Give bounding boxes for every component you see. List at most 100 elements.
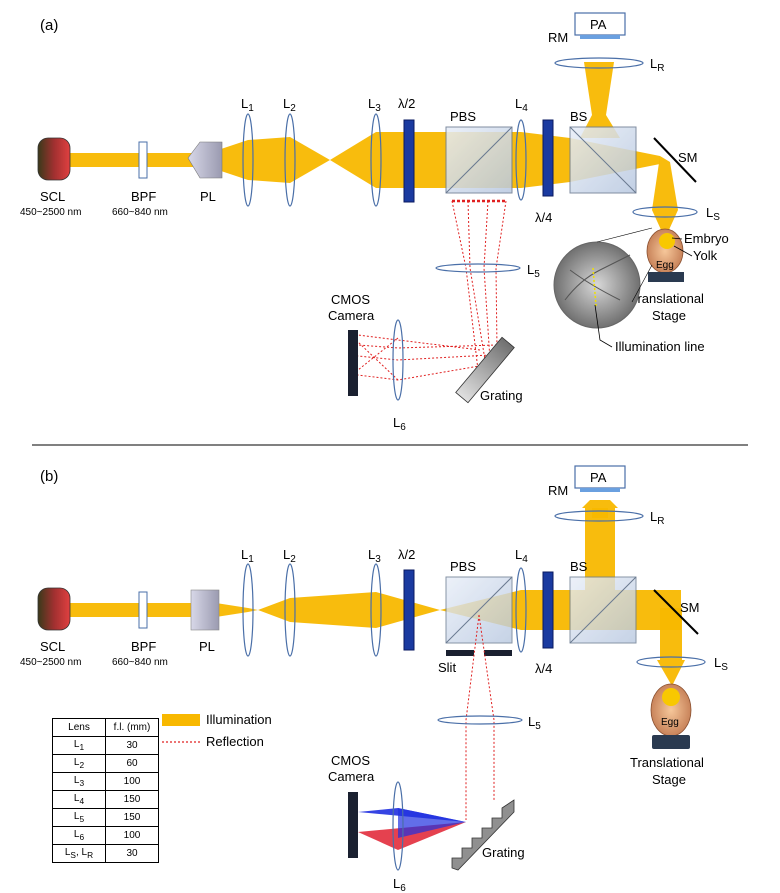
table-cell-lens: L1 <box>52 736 106 755</box>
yolk-label: Yolk <box>693 248 718 263</box>
l4-label: L4 <box>515 96 528 114</box>
pa-label: PA <box>590 17 607 32</box>
table-row: L3 100 <box>52 772 159 791</box>
table-row: L4 150 <box>52 790 159 809</box>
rm-label-b: RM <box>548 483 568 498</box>
quarter-wave-label: λ/4 <box>535 210 552 225</box>
egg-label-b: Egg <box>661 717 679 728</box>
spectrum-red-b <box>358 822 466 850</box>
scl-label-b: SCL <box>40 639 65 654</box>
l2-label: L2 <box>283 96 296 114</box>
stage-label-1: Translational <box>630 291 704 306</box>
scl-range: 450~2500 nm <box>20 207 81 218</box>
legend-illumination-swatch <box>162 714 200 726</box>
vessel-1 <box>564 254 631 301</box>
cmos-label-1-b: CMOS <box>331 753 370 768</box>
table-cell-fl: 100 <box>105 826 159 845</box>
beam-focus-l3 <box>330 132 376 188</box>
ls-label-b: LS <box>714 655 728 673</box>
beam-b-rm <box>592 508 608 518</box>
table-cell-lens: L6 <box>52 826 106 845</box>
scl-range-b: 450~2500 nm <box>20 657 81 668</box>
table-cell-lens: L4 <box>52 790 106 809</box>
panel-a: (a) SCL 450~2500 nm BPF 660~840 nm <box>20 12 729 433</box>
lens-l4 <box>515 119 527 201</box>
lens-l4-b <box>515 567 527 653</box>
cmos-label-2-b: Camera <box>328 769 375 784</box>
pbs-label: PBS <box>450 109 476 124</box>
cmos-sensor-b <box>348 792 358 858</box>
beam-b-l1-l2 <box>258 598 290 622</box>
lens-l1 <box>242 113 254 207</box>
bs-label: BS <box>570 109 588 124</box>
beam-scl-pl <box>68 153 193 167</box>
l2-label-b: L2 <box>283 547 296 565</box>
table-cell-lens: LS, LR <box>52 844 106 863</box>
slit-label: Slit <box>438 660 456 675</box>
rm-mirror-b <box>580 488 620 492</box>
yolk-pointer <box>673 245 693 257</box>
beam-b-l2-l3 <box>290 592 376 628</box>
beam-ls-egg <box>652 210 678 232</box>
bs-diagonal <box>569 126 637 194</box>
lens-l1-b <box>242 563 254 657</box>
lens-l5-b <box>437 715 523 725</box>
l5-label-b: L5 <box>528 714 541 732</box>
stage-block-b <box>652 735 690 749</box>
table-cell-fl: 60 <box>105 754 159 773</box>
table-cell-lens: L5 <box>52 808 106 827</box>
embryo-pointer <box>671 237 683 240</box>
cmos-label-2: Camera <box>328 308 375 323</box>
table-cell-lens: L3 <box>52 772 106 791</box>
grating-b <box>451 799 515 871</box>
beam-b-bs-up <box>585 508 615 590</box>
quarter-wave-plate <box>542 119 554 197</box>
scl-label: SCL <box>40 189 65 204</box>
half-wave-label-b: λ/2 <box>398 547 415 562</box>
panel-b-tag: (b) <box>40 468 58 485</box>
bs-label-b: BS <box>570 559 588 574</box>
bandpass-filter: BPF 660~840 nm <box>112 141 168 218</box>
lens-focal-length-table: Lens f.l. (mm) L1 30 L2 60 L3 100 L4 150… <box>52 718 159 863</box>
table-row: L2 60 <box>52 754 159 773</box>
rm-mirror <box>580 35 620 39</box>
table-row: L5 150 <box>52 808 159 827</box>
pbs-diagonal <box>445 126 513 194</box>
beam-b-rm-head <box>582 500 618 508</box>
table-cell-fl: 100 <box>105 772 159 791</box>
beam-sm-ls <box>652 156 678 210</box>
legend-reflection-label: Reflection <box>206 734 264 749</box>
beam-l1-l2 <box>248 137 290 183</box>
table-header-lens: Lens <box>52 718 106 737</box>
half-wave-label: λ/2 <box>398 96 415 111</box>
half-wave-plate-b <box>403 569 415 651</box>
scanning-mirror-b <box>653 589 699 635</box>
beam-pl-l1 <box>218 140 248 180</box>
light-source-scl-b <box>37 587 71 631</box>
beam-b-pl-l1 <box>216 603 258 617</box>
sm-label-b: SM <box>680 600 700 615</box>
table-cell-fl: 150 <box>105 808 159 827</box>
lr-label: LR <box>650 56 664 74</box>
embryo-label: Embryo <box>684 231 729 246</box>
retina-inset <box>553 241 641 329</box>
cmos-label-1: CMOS <box>331 292 370 307</box>
lens-l2-b <box>284 563 296 657</box>
panel-a-tag: (a) <box>40 17 58 34</box>
half-wave-plate <box>403 119 415 203</box>
table-header-fl: f.l. (mm) <box>105 718 159 737</box>
l3-label: L3 <box>368 96 381 114</box>
light-source-scl: SCL 450~2500 nm <box>20 137 81 218</box>
ls-label: LS <box>706 205 720 223</box>
bpf-range: 660~840 nm <box>112 207 168 218</box>
stage-label-1-b: Translational <box>630 755 704 770</box>
lr-label-b: LR <box>650 509 664 527</box>
bpf-range-b: 660~840 nm <box>112 657 168 668</box>
lens-l5 <box>435 263 521 273</box>
spectrum-blue-b2 <box>398 808 466 838</box>
sm-label: SM <box>678 150 698 165</box>
panel-b: (b) SCL 450~2500 nm BPF 660~840 nm PL L1… <box>20 465 728 893</box>
pl-label: PL <box>200 189 216 204</box>
bs-diagonal-b <box>569 576 637 644</box>
